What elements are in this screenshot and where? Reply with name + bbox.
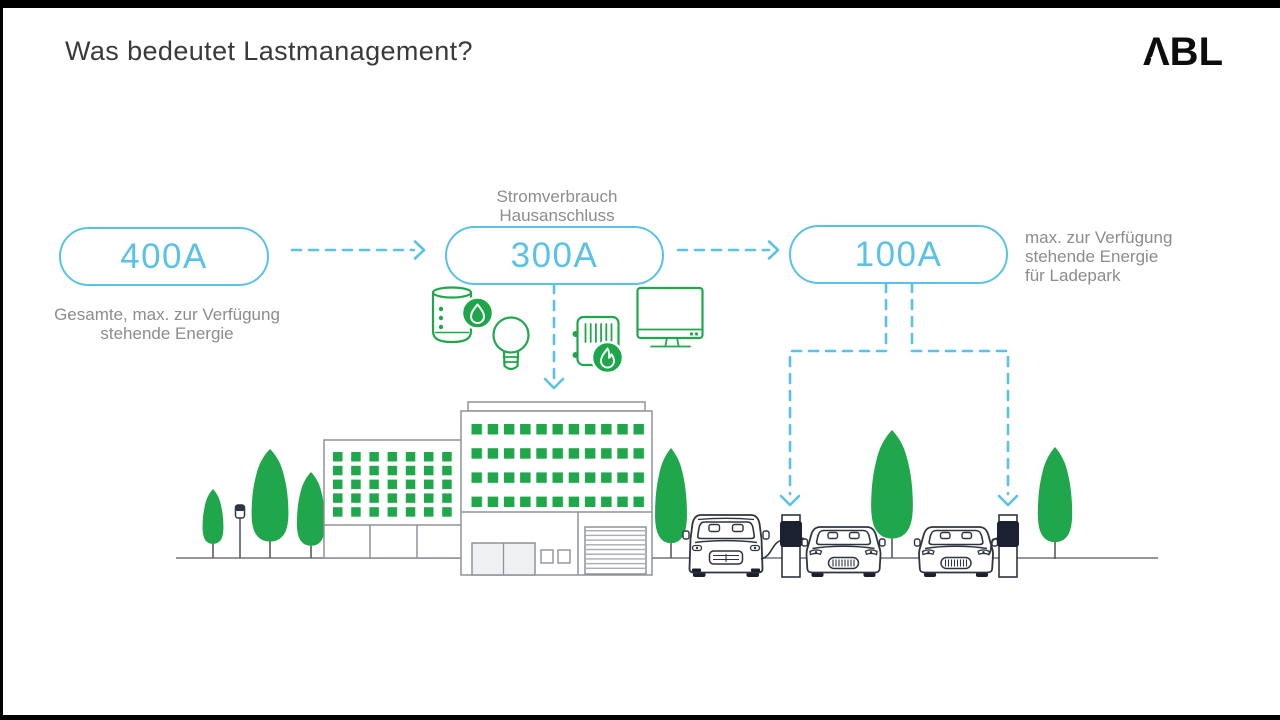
pill-house-value: 300A — [510, 235, 599, 275]
page-title: Was bedeutet Lastmanagement? — [65, 36, 473, 66]
note-ladepark-energy: max. zur Verfügung stehende Energie für … — [1025, 228, 1173, 285]
pill-house-300a: 300A — [445, 226, 664, 285]
pill-total-400a: 400A — [59, 227, 269, 286]
note-total-energy: Gesamte, max. zur Verfügung stehende Ene… — [54, 305, 280, 343]
abl-logo: ΛBL — [1143, 30, 1223, 74]
pill-ladepark-100a: 100A — [789, 225, 1008, 284]
pill-total-value: 400A — [120, 236, 208, 276]
abl-logo-text: ΛBL — [1143, 30, 1223, 74]
pill-ladepark-value: 100A — [854, 234, 943, 274]
slide-background: Was bedeutet Lastmanagement? ΛBL 400A 30… — [3, 8, 1280, 715]
note-house-connection: Stromverbrauch Hausanschluss — [496, 187, 618, 225]
